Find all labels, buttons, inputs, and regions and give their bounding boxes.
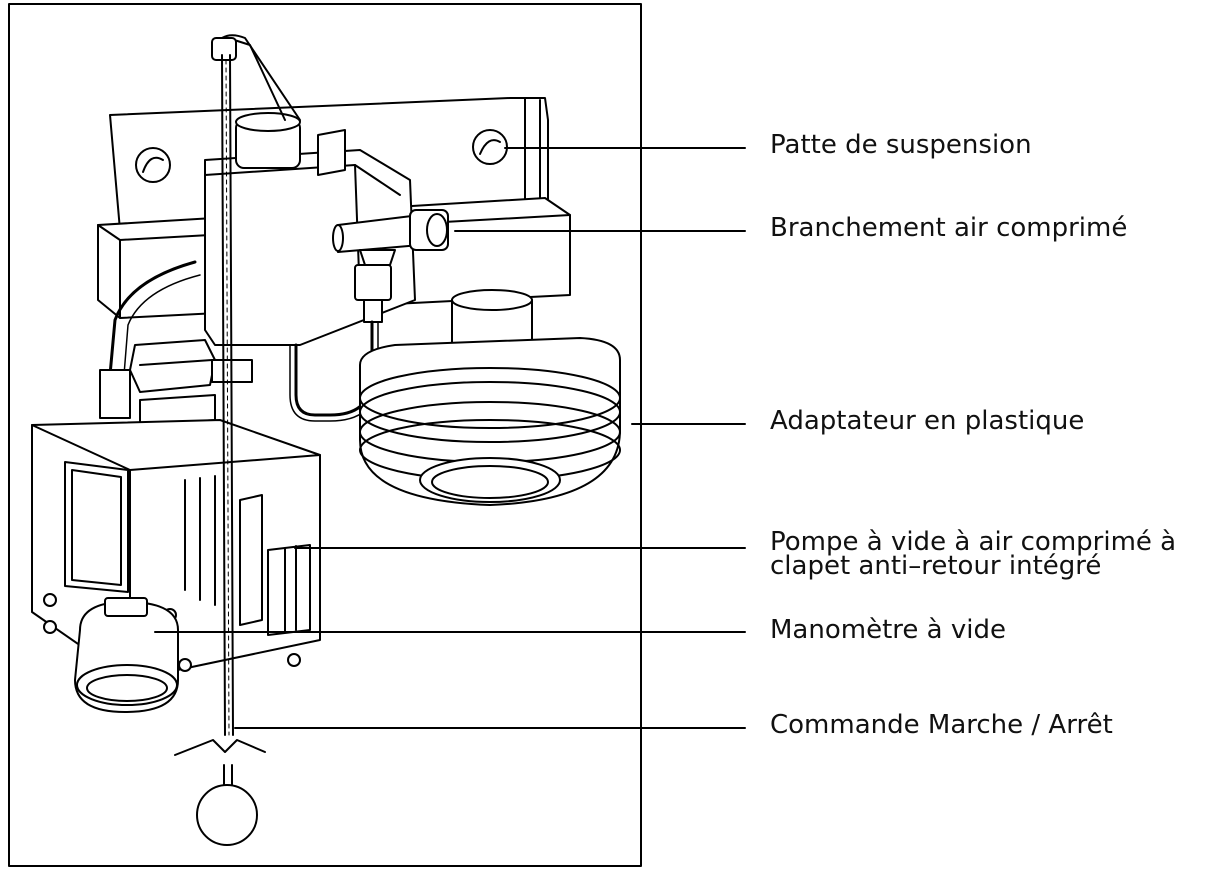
pull-cord <box>174 54 266 846</box>
plastic-adapter <box>359 289 621 506</box>
label-vacuum-pump-line1: Pompe à vide à air comprimé à <box>770 527 1177 557</box>
label-vacuum-pump: Pompe à vide à air comprimé à clapet ant… <box>770 527 1177 581</box>
hook <box>211 34 346 176</box>
hose <box>99 260 201 419</box>
label-on-off: Commande Marche / Arrêt <box>770 710 1113 740</box>
label-suspension: Patte de suspension <box>770 130 1032 160</box>
fittings <box>129 339 253 426</box>
label-vacuum-pump-line2: clapet anti–retour intégré <box>770 551 1102 581</box>
air-connector <box>289 209 449 422</box>
frame-border <box>8 3 642 867</box>
leader-lines <box>154 147 746 729</box>
label-vacuum-gauge: Manomètre à vide <box>770 615 1006 645</box>
label-air-connection: Branchement air comprimé <box>770 213 1128 243</box>
vacuum-gauge <box>74 597 179 713</box>
label-plastic-adapter: Adaptateur en plastique <box>770 406 1085 436</box>
